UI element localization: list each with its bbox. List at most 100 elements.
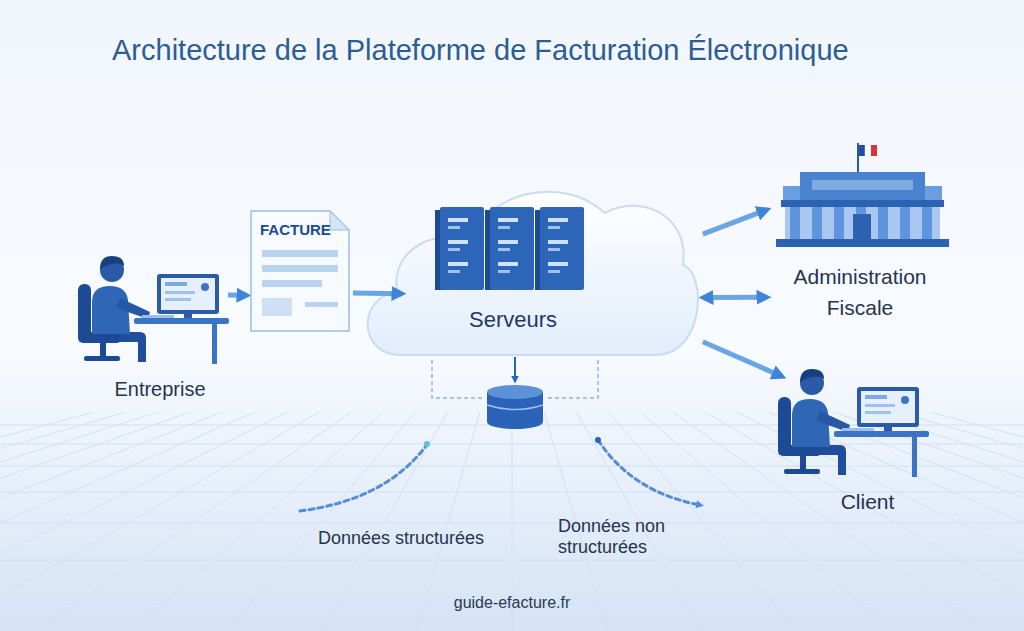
- desk: [834, 431, 929, 437]
- grid-line: [0, 412, 287, 631]
- column: [900, 207, 910, 239]
- screen: [161, 278, 215, 310]
- dashed-link: [546, 360, 598, 398]
- column: [922, 207, 932, 239]
- server-slot: [498, 262, 518, 266]
- grid-line: [132, 412, 383, 631]
- grid-line: [0, 412, 191, 631]
- keyboard: [842, 428, 874, 431]
- hair: [100, 256, 124, 269]
- server-slot: [498, 240, 518, 244]
- server-tower: [435, 207, 484, 290]
- screen-dot: [901, 396, 909, 404]
- server-slot: [498, 270, 510, 273]
- building-icon: [776, 143, 949, 247]
- server-body: [440, 207, 484, 290]
- flow-dot: [424, 441, 430, 447]
- screen: [861, 391, 915, 423]
- flow-arrow: [353, 291, 402, 297]
- flow-label: Données structurées: [318, 528, 484, 549]
- grid-line: [898, 412, 1024, 631]
- screen-bar: [865, 411, 891, 414]
- grid-line: [801, 412, 1024, 631]
- grid-line: [227, 412, 416, 631]
- column: [834, 207, 844, 239]
- screen-bar: [165, 282, 187, 286]
- building-band: [812, 180, 913, 190]
- db-arrow: [514, 357, 516, 382]
- db-top: [487, 385, 543, 399]
- flag-blue: [859, 145, 865, 156]
- cornice: [781, 200, 944, 207]
- grid-line: [866, 412, 1024, 631]
- server-slot: [548, 270, 560, 273]
- keyboard: [142, 315, 174, 318]
- grid-line: [930, 412, 1024, 631]
- server-tower: [535, 207, 584, 290]
- column: [878, 207, 888, 239]
- dashed-link: [432, 360, 484, 398]
- flow-arrow: [703, 295, 767, 300]
- monitor-stand: [884, 427, 892, 431]
- screen-dot: [201, 283, 209, 291]
- server-body: [540, 207, 584, 290]
- watermark: guide-efacture.fr: [454, 594, 571, 612]
- grid-line: [37, 412, 351, 631]
- person-icon: [78, 256, 229, 364]
- db-bottom: [487, 415, 543, 429]
- flag-white: [865, 145, 871, 156]
- cloud-outline: [368, 192, 698, 355]
- db-band: [487, 405, 543, 410]
- server-slot: [448, 226, 460, 229]
- invoice-document: FACTURE: [250, 210, 350, 332]
- server-slot: [548, 226, 560, 229]
- screen-bar: [165, 291, 195, 294]
- monitor-stand: [184, 314, 192, 318]
- data-flow-curve: [598, 440, 700, 505]
- door: [853, 214, 871, 239]
- chair-stem: [800, 456, 806, 470]
- page-outline: [251, 211, 349, 331]
- node-label: Administration Fiscale: [774, 262, 946, 323]
- flow-arrow: [703, 210, 767, 235]
- desk: [134, 318, 229, 324]
- cloud-shape: [368, 192, 698, 355]
- flow-dot: [595, 437, 601, 443]
- monitor: [857, 387, 919, 427]
- server-tower: [485, 207, 534, 290]
- total-box: [262, 298, 292, 316]
- grid-line: [0, 412, 319, 631]
- server-slot: [448, 270, 460, 273]
- building-base: [776, 239, 949, 247]
- building-wall: [785, 207, 940, 239]
- monitor: [157, 274, 219, 314]
- server-slot: [498, 226, 510, 229]
- server-cloud: Serveurs: [405, 165, 700, 360]
- desk-leg: [912, 437, 917, 477]
- text-line: [262, 265, 338, 272]
- server-slot: [448, 218, 468, 222]
- server-body: [490, 207, 534, 290]
- chair-back: [778, 397, 791, 453]
- company-actor: Entreprise: [95, 250, 225, 405]
- grid-line: [0, 412, 255, 631]
- server-slot: [548, 248, 560, 251]
- person-icon: [778, 369, 929, 477]
- screen-bar: [165, 298, 191, 301]
- data-flow-curve: [300, 446, 426, 511]
- flow-arrow: [703, 342, 783, 377]
- node-label: Client: [841, 489, 895, 514]
- column: [790, 207, 800, 239]
- screen-bar: [865, 404, 895, 407]
- node-label: Serveurs: [469, 307, 557, 333]
- diagram-title: Architecture de la Plateforme de Factura…: [112, 34, 849, 67]
- grid-line: [705, 412, 1024, 631]
- server-slot: [448, 240, 468, 244]
- server-slot: [548, 218, 568, 222]
- flag-pole: [857, 143, 859, 173]
- server-slot: [448, 248, 460, 251]
- building-top: [800, 172, 925, 200]
- page-fold: [330, 211, 349, 230]
- node-label: Entreprise: [114, 377, 205, 401]
- client-actor: Client: [785, 340, 950, 520]
